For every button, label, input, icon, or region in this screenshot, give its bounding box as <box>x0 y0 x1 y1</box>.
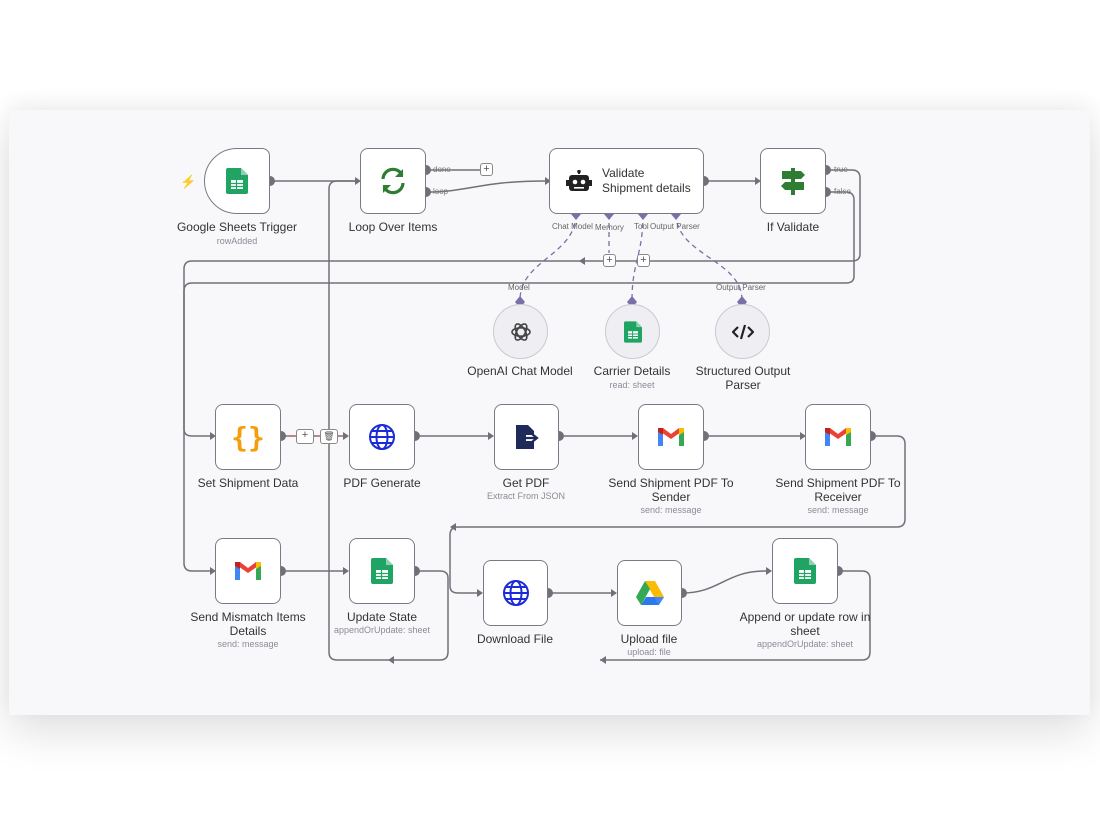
node-update-state[interactable] <box>349 538 415 604</box>
node-send-pdf-receiver[interactable] <box>805 404 871 470</box>
node-download-file[interactable] <box>483 560 548 626</box>
node-label: Update State <box>346 610 418 624</box>
node-label: OpenAI Chat Model <box>467 364 573 378</box>
gmail-icon <box>825 428 851 446</box>
node-sublabel: send: message <box>807 505 869 515</box>
node-label: Send Shipment PDF To Receiver <box>775 476 901 504</box>
port-memory-label: Memory <box>595 223 624 232</box>
code-brackets-icon <box>731 324 754 339</box>
node-send-mismatch[interactable] <box>215 538 281 604</box>
node-label: Get PDF <box>502 476 550 490</box>
node-pdf-generate[interactable] <box>349 404 415 470</box>
node-sublabel: appendOrUpdate: sheet <box>756 639 854 649</box>
google-drive-icon <box>635 581 664 605</box>
google-sheets-icon <box>794 558 816 584</box>
add-tool-plus-button[interactable]: + <box>637 254 650 267</box>
loop-output-loop: loop <box>433 187 449 196</box>
node-get-pdf[interactable] <box>494 404 559 470</box>
node-sublabel: appendOrUpdate: sheet <box>333 625 431 635</box>
node-label: Set Shipment Data <box>197 476 299 490</box>
node-carrier-details[interactable] <box>605 304 660 359</box>
node-upload-file[interactable] <box>617 560 682 626</box>
node-sublabel: send: message <box>217 639 279 649</box>
google-sheets-icon <box>226 168 248 194</box>
google-sheets-icon <box>623 320 642 343</box>
file-export-icon <box>515 425 539 449</box>
gmail-icon <box>235 562 261 580</box>
node-label: Send Shipment PDF To Sender <box>608 476 734 504</box>
refresh-arrows-icon <box>381 167 405 195</box>
node-sublabel: upload: file <box>627 647 671 657</box>
openai-port-label: Model <box>508 283 530 292</box>
node-label: Download File <box>476 632 554 646</box>
node-validate-agent[interactable]: Validate Shipment details <box>549 148 704 214</box>
robot-icon <box>566 170 592 191</box>
globe-icon <box>369 424 395 450</box>
agent-title-line-2: Shipment details <box>602 181 691 195</box>
add-node-plus-button[interactable]: + <box>480 163 493 176</box>
node-label: Append or update row in sheet <box>739 610 871 638</box>
agent-title-line-1: Validate <box>602 166 645 180</box>
insert-node-plus-button[interactable]: + <box>296 429 314 444</box>
trigger-bolt-icon: ⚡ <box>180 174 197 189</box>
node-if-validate[interactable] <box>760 148 826 214</box>
curly-braces-icon: {} <box>231 420 265 454</box>
port-chat-model-label: Chat Model <box>552 222 593 231</box>
node-sublabel: read: sheet <box>609 380 655 390</box>
node-label: Loop Over Items <box>348 220 438 234</box>
parser-port-label: Output Parser <box>716 283 766 292</box>
node-label: Carrier Details <box>593 364 671 378</box>
globe-icon <box>502 580 529 606</box>
node-loop-over-items[interactable] <box>360 148 426 214</box>
node-label: Google Sheets Trigger <box>176 220 298 234</box>
node-append-update-row[interactable] <box>772 538 838 604</box>
if-output-false: false <box>834 187 851 196</box>
delete-connection-trash-icon[interactable]: 🗑 <box>320 429 338 444</box>
node-send-pdf-sender[interactable] <box>638 404 704 470</box>
if-output-true: true <box>834 165 848 174</box>
node-sublabel: Extract From JSON <box>486 491 565 501</box>
node-google-sheets-trigger[interactable] <box>204 148 270 214</box>
node-label: Structured Output Parser <box>695 364 791 392</box>
node-label: Upload file <box>620 632 678 646</box>
node-sublabel: rowAdded <box>216 236 258 246</box>
add-memory-plus-button[interactable]: + <box>603 254 616 267</box>
port-output-parser-label: Output Parser <box>650 222 700 231</box>
port-tool-label: Tool <box>634 222 649 231</box>
signpost-icon <box>781 168 805 195</box>
node-label: PDF Generate <box>343 476 421 490</box>
openai-logo-icon <box>510 322 531 341</box>
node-label: Send Mismatch Items Details <box>190 610 306 638</box>
gmail-icon <box>658 428 684 446</box>
google-sheets-icon <box>371 558 393 584</box>
loop-output-done: done <box>433 165 451 174</box>
node-openai-chat-model[interactable] <box>493 304 548 359</box>
node-structured-output-parser[interactable] <box>715 304 770 359</box>
agent-title: Validate Shipment details <box>602 166 691 196</box>
node-label: If Validate <box>766 220 820 234</box>
node-sublabel: send: message <box>640 505 702 515</box>
node-set-shipment-data[interactable]: {} <box>215 404 281 470</box>
